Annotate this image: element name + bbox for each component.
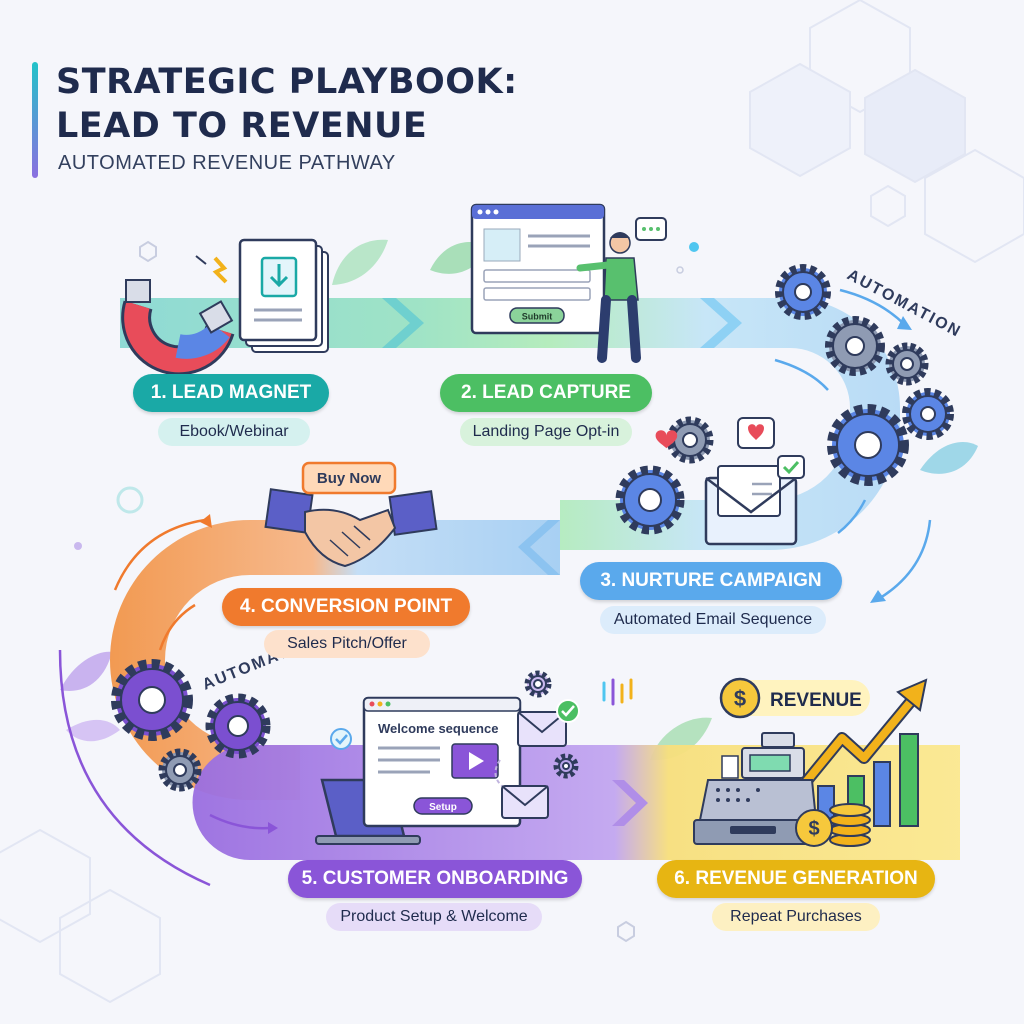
document-download-icon (238, 238, 329, 353)
envelope-icon (494, 711, 567, 819)
person-icon (576, 232, 641, 363)
submit-button-illustration (509, 307, 565, 324)
gear-icon (111, 264, 954, 792)
handshake-icon (264, 488, 438, 568)
coin-dollar-label: $ (808, 818, 819, 840)
pathway-band-middle (110, 520, 560, 800)
bar-chart-icon (817, 733, 919, 827)
sparkle-dot (74, 542, 82, 550)
video-play-icon (469, 752, 484, 770)
page-subtitle: AUTOMATED REVENUE PATHWAY (58, 152, 396, 174)
step-3-caption: Automated Email Sequence (600, 606, 826, 634)
step-2-caption: Landing Page Opt-in (460, 418, 632, 446)
chevron-5 (612, 780, 648, 826)
welcome-title: Welcome sequence (378, 721, 498, 736)
buy-now-label: Buy Now (317, 470, 382, 487)
submit-label: Submit (522, 312, 553, 322)
title-line-1: STRATEGIC PLAYBOOK: (56, 62, 518, 102)
landing-page-icon: Submit (470, 203, 606, 335)
revenue-dollar-label: $ (734, 686, 746, 711)
setup-button-illustration (413, 797, 473, 815)
sparkle-dot (116, 486, 144, 514)
pathway-band-top (120, 298, 900, 550)
coin-stack-icon: $ (795, 803, 871, 847)
title-line-2: LEAD TO REVENUE (56, 106, 428, 146)
page-title: STRATEGIC PLAYBOOK: LEAD TO REVENUE (56, 60, 518, 148)
checkmark-icon (330, 699, 580, 750)
step-4-caption: Sales Pitch/Offer (264, 630, 430, 658)
buy-now-tag: Buy Now (301, 461, 397, 495)
cash-register-icon (693, 732, 819, 845)
step-1-caption: Ebook/Webinar (158, 418, 310, 446)
audio-level-icon (602, 678, 633, 706)
sparkle-dot (689, 242, 699, 252)
magnet-icon (121, 255, 235, 376)
step-6-label: 6. REVENUE GENERATION (657, 860, 935, 898)
step-6-caption: Repeat Purchases (712, 903, 880, 931)
envelope-heart-icon (655, 417, 805, 546)
step-5-label: 5. CUSTOMER ONBOARDING (288, 860, 582, 898)
trend-arrow-icon (801, 678, 928, 786)
chevron-2 (700, 298, 742, 348)
revenue-label: REVENUE (770, 690, 862, 711)
setup-label: Setup (429, 802, 457, 813)
flow-arrows (58, 288, 932, 887)
chevron-3 (518, 520, 560, 575)
step-5-caption: Product Setup & Welcome (326, 903, 542, 931)
step-3-label: 3. NURTURE CAMPAIGN (580, 562, 842, 600)
sparkle-dot (676, 266, 684, 274)
step-2-label: 2. LEAD CAPTURE (440, 374, 652, 412)
title-accent-bar (32, 62, 38, 178)
revenue-badge: $ REVENUE (719, 677, 870, 719)
chat-bubble-icon (635, 217, 667, 241)
chevron-1 (382, 298, 424, 348)
step-1-label: 1. LEAD MAGNET (133, 374, 329, 412)
welcome-sequence-window: Welcome sequence Setup (362, 696, 522, 828)
step-4-label: 4. CONVERSION POINT (222, 588, 470, 626)
